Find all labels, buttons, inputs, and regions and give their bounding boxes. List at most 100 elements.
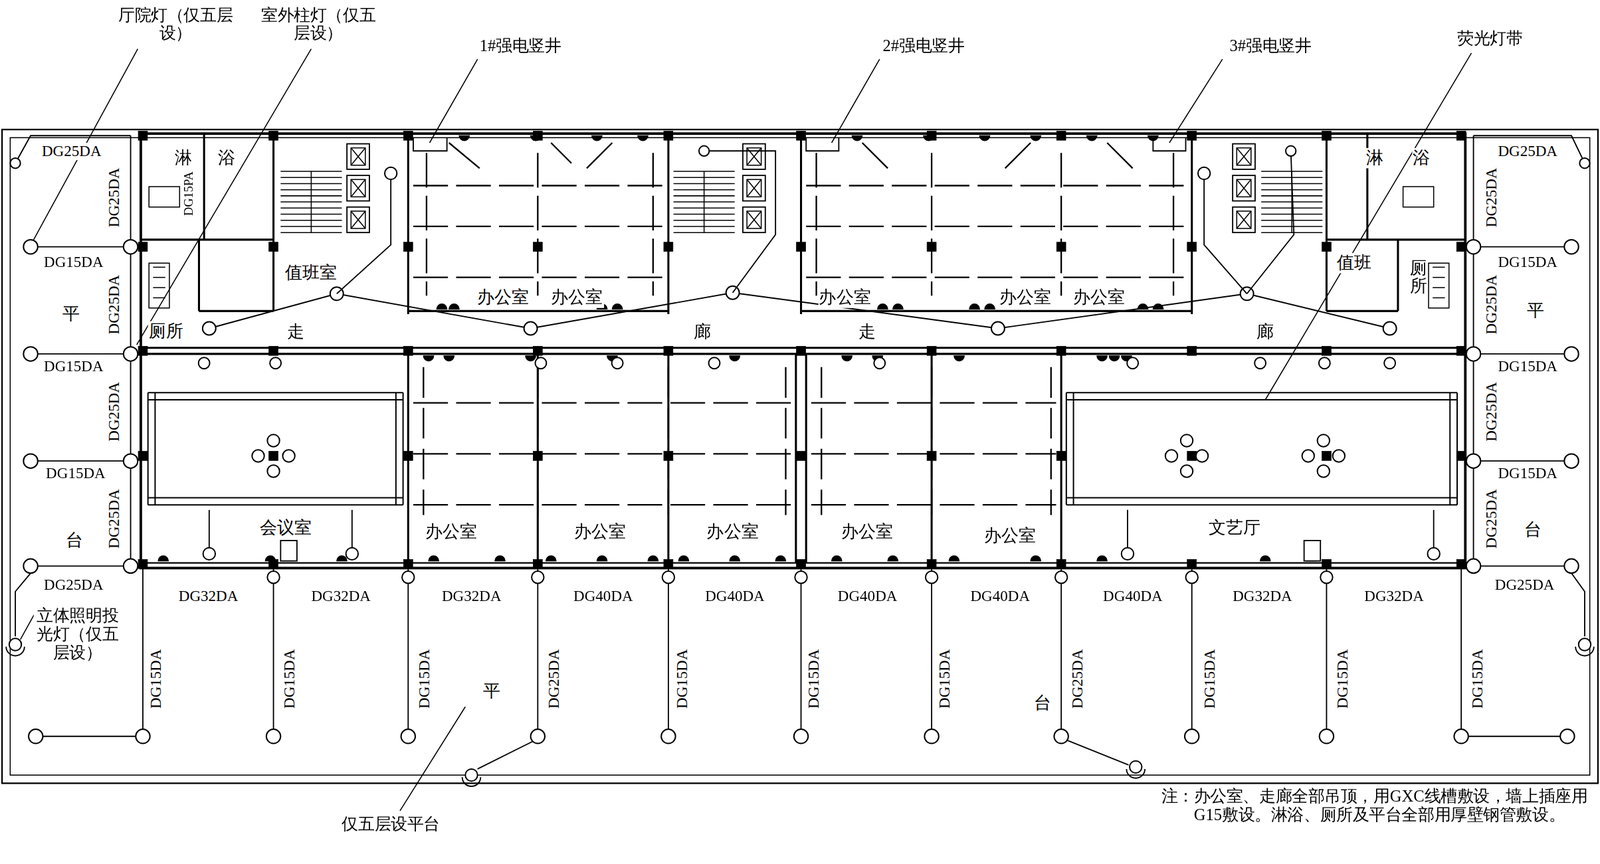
- room-label: 值班室: [284, 263, 339, 284]
- elevator-symbol: [1236, 211, 1252, 229]
- column-symbol: [926, 242, 937, 252]
- conduit-line: [477, 741, 533, 769]
- lamp-symbol: [282, 449, 295, 462]
- light-band: [1066, 392, 1458, 394]
- fixture-symbol: [1432, 277, 1445, 279]
- lamp-symbol: [346, 548, 359, 561]
- lamp-symbol: [123, 239, 139, 255]
- lamp-symbol: [23, 346, 38, 362]
- column-symbol: [1322, 346, 1332, 356]
- room-label: 办公室: [817, 287, 872, 308]
- socket-symbol: [948, 556, 959, 562]
- column-symbol: [269, 346, 279, 356]
- lamp-symbol: [699, 146, 709, 157]
- conduit-line: [930, 569, 933, 730]
- callout-label: 荧光灯带: [1455, 29, 1523, 49]
- column-symbol: [1456, 242, 1466, 252]
- wall-line: [1190, 133, 1193, 315]
- fluorescent-lamp: [820, 367, 822, 516]
- room-label: 淋: [1364, 148, 1385, 169]
- socket-symbol: [831, 556, 842, 562]
- leader-line: [831, 59, 880, 143]
- fluorescent-lamp: [1060, 152, 1062, 296]
- lamp-symbol: [401, 729, 416, 745]
- room-label: 走: [286, 322, 306, 343]
- lamp-symbol: [267, 571, 280, 584]
- lamp-symbol: [1332, 449, 1345, 462]
- area-label: 平: [1526, 300, 1546, 321]
- conduit-spec: DG15DA: [1497, 357, 1559, 375]
- room-label: 办公室: [549, 287, 604, 308]
- room-label: 浴: [216, 148, 236, 169]
- elevator-symbol: [746, 179, 762, 197]
- fixture-symbol: [1428, 263, 1450, 309]
- conduit-spec: DG15PA: [182, 170, 197, 218]
- column-symbol: [1187, 130, 1197, 141]
- corridor-wire: [209, 293, 1391, 329]
- column-symbol: [1456, 451, 1466, 462]
- lamp-symbol: [1564, 559, 1579, 575]
- panel-box: [1304, 540, 1321, 562]
- callout-label: 立体照明投光灯（仅五层设）: [33, 606, 122, 664]
- conduit-spec: DG15DA: [45, 465, 107, 483]
- lamp-symbol: [269, 357, 282, 369]
- column-symbol: [1187, 242, 1197, 252]
- elevator-symbol: [350, 211, 366, 229]
- lamp-symbol: [1196, 449, 1208, 462]
- socket-symbol: [596, 556, 607, 562]
- light-band: [1456, 392, 1458, 505]
- fluorescent-lamp: [1106, 142, 1133, 169]
- fluorescent-lamp: [811, 401, 1057, 404]
- wall-line: [272, 133, 275, 311]
- elevator-symbol: [746, 179, 762, 197]
- conduit-line: [30, 246, 131, 248]
- lamp-symbol: [534, 357, 547, 369]
- socket-symbol: [1108, 356, 1119, 362]
- socket-symbol: [1148, 135, 1159, 141]
- fluorescent-lamp: [422, 367, 424, 516]
- wall-line: [140, 238, 274, 241]
- wall-line: [1325, 133, 1328, 311]
- elevator-symbol: [350, 211, 366, 229]
- fixture-symbol: [152, 297, 165, 300]
- column-symbol: [796, 451, 806, 462]
- wire-line: [351, 510, 353, 549]
- light-band: [1066, 399, 1458, 401]
- elevator-symbol: [746, 211, 762, 229]
- wall-line: [407, 133, 410, 315]
- leader-line: [136, 49, 312, 345]
- column-symbol: [532, 559, 543, 569]
- fixture-symbol: [1432, 287, 1445, 289]
- socket-symbol: [1087, 135, 1098, 141]
- room-label: 浴: [1411, 148, 1432, 169]
- conduit-spec: DG25DA: [1483, 273, 1501, 335]
- leader-line: [429, 59, 478, 143]
- lamp-symbol: [123, 559, 139, 575]
- wall-line: [1396, 239, 1399, 312]
- fluorescent-lamp: [413, 504, 791, 506]
- wire-line: [1247, 150, 1295, 294]
- room-label: 办公室: [1071, 287, 1126, 308]
- fixture-symbol: [1432, 297, 1445, 300]
- fluorescent-lamp: [413, 277, 664, 279]
- socket-symbol: [158, 556, 169, 562]
- conduit-spec: DG25DA: [105, 273, 123, 335]
- column-symbol: [403, 451, 413, 462]
- fluorescent-lamp: [413, 453, 791, 455]
- lamp-symbol: [611, 357, 624, 369]
- lamp-symbol: [1384, 357, 1396, 369]
- socket-symbol: [592, 135, 602, 141]
- socket-symbol: [841, 356, 852, 362]
- conduit-spec: DG15DA: [1497, 253, 1559, 272]
- socket-symbol: [336, 556, 347, 562]
- lamp-symbol: [1318, 357, 1331, 369]
- lamp-symbol: [123, 346, 139, 362]
- fluorescent-lamp: [536, 152, 539, 296]
- elevator-symbol: [350, 179, 366, 197]
- conduit-spec: DG25DA: [105, 380, 123, 443]
- column-symbol: [1056, 242, 1066, 252]
- elevator-symbol: [346, 207, 370, 233]
- conduit-spec: DG15DA: [673, 647, 692, 710]
- room-label: 办公室: [475, 287, 530, 308]
